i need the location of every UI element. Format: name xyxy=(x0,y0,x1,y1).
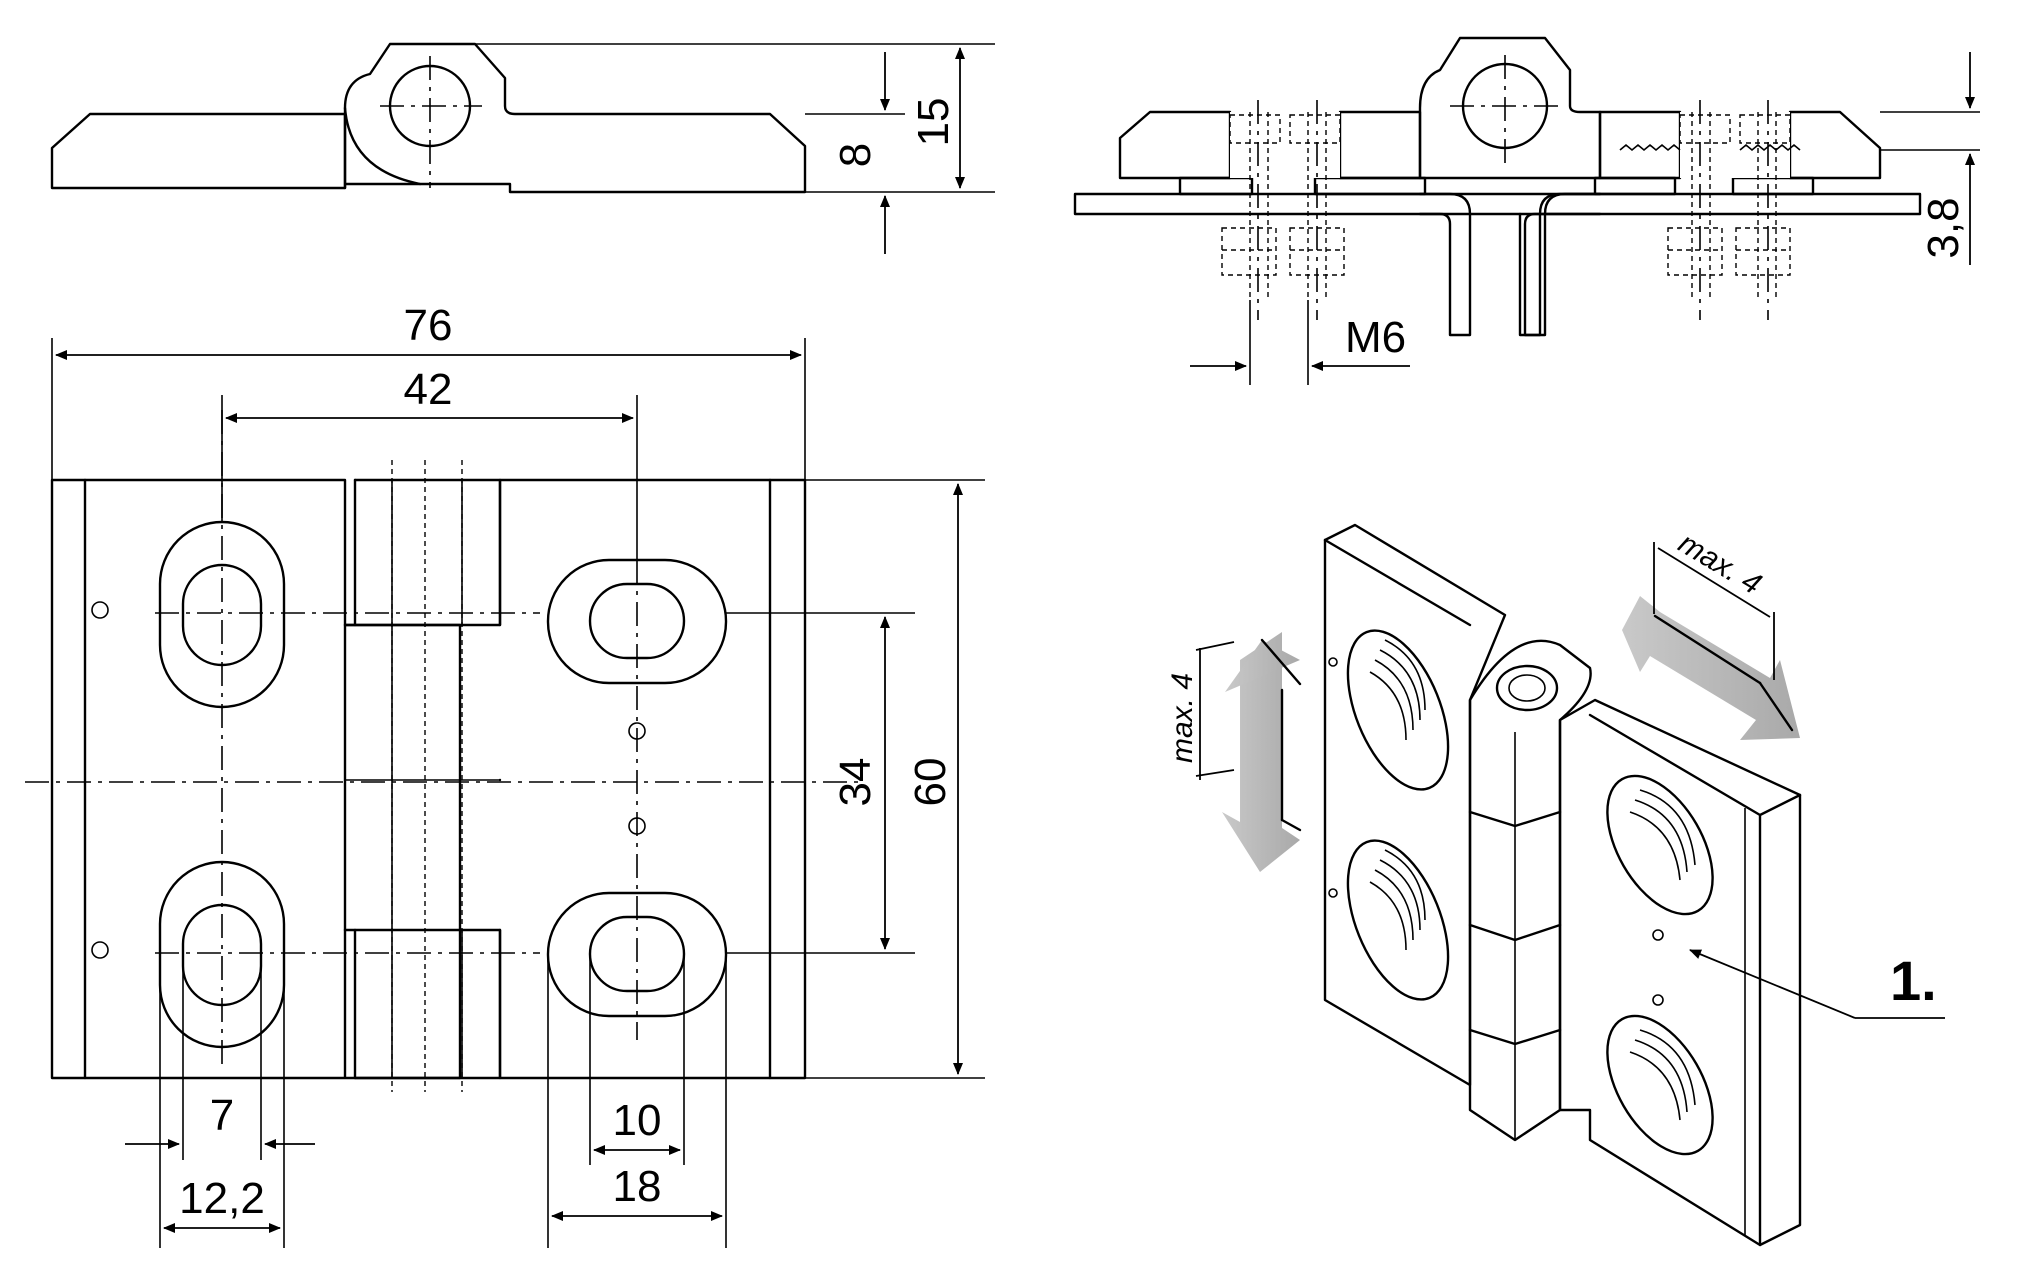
iso-small-hole-2 xyxy=(1652,994,1664,1006)
small-hole-top-left xyxy=(91,601,109,619)
dim-label-42: 42 xyxy=(404,365,453,414)
section-angle-right xyxy=(1523,192,1602,337)
side-view: 15 8 xyxy=(50,42,995,254)
dim-label-60: 60 xyxy=(906,758,955,807)
dim-label-15: 15 xyxy=(909,98,958,147)
side-right-plate xyxy=(343,42,807,194)
dim-label-34: 34 xyxy=(831,758,880,807)
dim-label-76: 76 xyxy=(404,301,453,350)
adjust-label-vertical: max. 4 xyxy=(1166,673,1199,763)
section-base-sheet xyxy=(1073,192,1922,216)
top-right-plate xyxy=(343,478,807,1080)
adjust-arrow-horizontal xyxy=(1622,596,1800,740)
iso-pin-top xyxy=(1495,664,1559,712)
iso-view: 1. max. 4 max. 4 xyxy=(1166,523,1945,1247)
dim-label-3-8: 3,8 xyxy=(1919,197,1968,258)
dim-label-8: 8 xyxy=(831,143,880,167)
adjust-arrow-vertical xyxy=(1222,632,1300,872)
iso-slot-left-top xyxy=(1346,629,1450,791)
top-view: 76 42 34 60 7 12,2 10 18 xyxy=(25,301,985,1248)
section-angle-left xyxy=(1418,192,1472,337)
iso-small-hole-1 xyxy=(1652,929,1664,941)
iso-right-leaf xyxy=(1558,698,1802,1247)
small-hole-bottom-left xyxy=(91,941,109,959)
dim-label-7: 7 xyxy=(210,1091,234,1140)
section-view: M6 3,8 xyxy=(1073,36,1980,385)
dim-label-12-2: 12,2 xyxy=(179,1174,265,1223)
dim-label-m6: M6 xyxy=(1345,313,1406,362)
iso-slot-right-top xyxy=(1606,774,1714,916)
iso-knuckle xyxy=(1468,639,1592,1142)
adjust-label-horizontal: max. 4 xyxy=(1673,527,1767,602)
iso-slot-left-bottom xyxy=(1346,839,1450,1001)
top-left-plate xyxy=(50,478,462,1080)
iso-left-leaf xyxy=(1323,523,1507,1087)
callout-label-1: 1. xyxy=(1890,949,1937,1012)
section-knuckle xyxy=(1418,36,1602,180)
side-left-plate xyxy=(50,112,347,190)
dim-label-10: 10 xyxy=(613,1096,662,1145)
dim-label-18: 18 xyxy=(613,1162,662,1211)
iso-slot-right-bottom xyxy=(1606,1014,1714,1156)
